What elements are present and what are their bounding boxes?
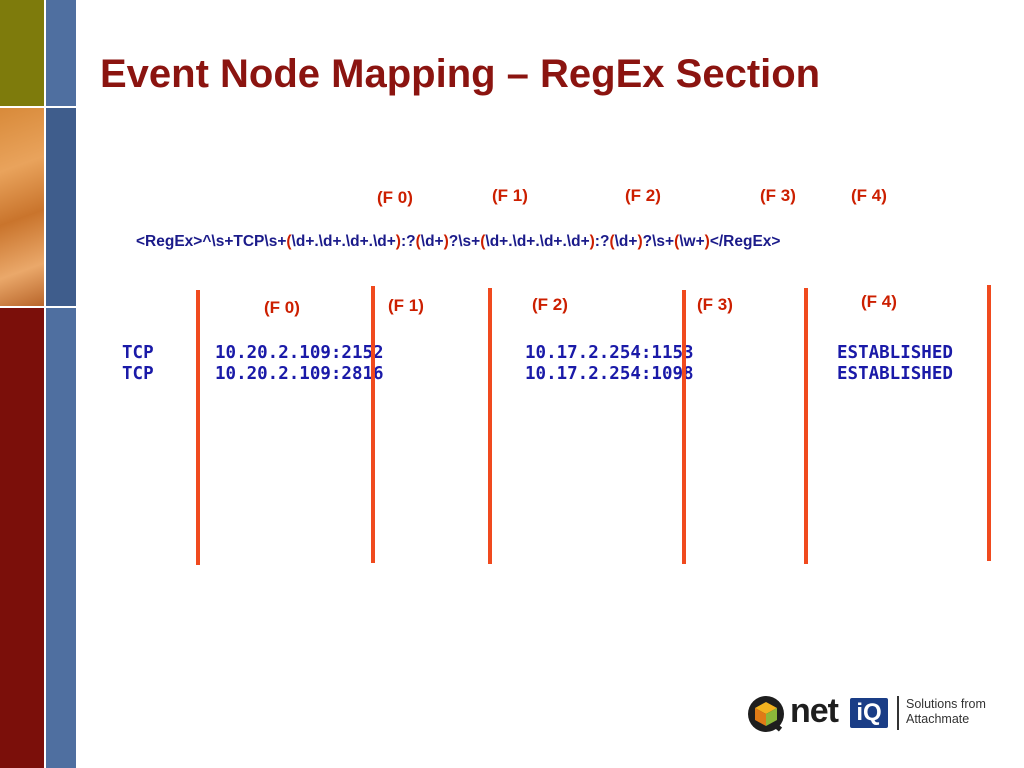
side-bar-blue-bottom bbox=[46, 308, 76, 768]
terminal-state-column: ESTABLISHED ESTABLISHED bbox=[837, 343, 953, 384]
regex-paren-open-2: ( bbox=[480, 233, 486, 250]
regex-paren-close-4: ) bbox=[704, 233, 710, 250]
regex-paren-close-0: ) bbox=[395, 233, 401, 250]
regex-paren-open-1: ( bbox=[415, 233, 421, 250]
side-bar-maroon bbox=[0, 308, 44, 768]
data-label-f1: (F 1) bbox=[388, 296, 424, 315]
field-divider-5 bbox=[804, 288, 808, 564]
data-label-f0: (F 0) bbox=[264, 298, 300, 317]
regex-group-0: \d+.\d+.\d+.\d+ bbox=[291, 233, 396, 250]
regex-label-f0: (F 0) bbox=[377, 188, 413, 207]
terminal-foreign-address-column: 10.17.2.254:1153 10.17.2.254:1098 bbox=[525, 343, 694, 384]
logo-tagline: Solutions from Attachmate bbox=[906, 697, 996, 727]
logo-tagline-line1: Solutions from bbox=[906, 697, 986, 711]
regex-paren-close-3: ) bbox=[637, 233, 643, 250]
regex-group-1: \d+ bbox=[420, 233, 444, 250]
field-divider-2 bbox=[371, 286, 375, 563]
regex-group-3: \d+ bbox=[614, 233, 638, 250]
field-divider-1 bbox=[196, 290, 200, 565]
data-label-f4: (F 4) bbox=[861, 292, 897, 311]
regex-sep-3: :? bbox=[594, 233, 610, 250]
regex-paren-open-0: ( bbox=[286, 233, 292, 250]
data-label-f3: (F 3) bbox=[697, 295, 733, 314]
regex-paren-close-1: ) bbox=[443, 233, 449, 250]
regex-label-f2: (F 2) bbox=[625, 186, 661, 205]
regex-label-f1: (F 1) bbox=[492, 186, 528, 205]
terminal-local-address-column: 10.20.2.109:2152 10.20.2.109:2816 bbox=[215, 343, 384, 384]
logo-tagline-line2: Attachmate bbox=[906, 712, 970, 726]
side-bar-olive bbox=[0, 0, 44, 106]
data-label-f2: (F 2) bbox=[532, 295, 568, 314]
logo-iq-text: iQ bbox=[850, 698, 888, 728]
side-bar-blue-middle bbox=[46, 108, 76, 306]
regex-open-tag: <RegEx> bbox=[136, 233, 203, 250]
side-bar-photo bbox=[0, 108, 44, 306]
logo-net-text: net bbox=[790, 692, 839, 730]
slide-title: Event Node Mapping – RegEx Section bbox=[100, 52, 821, 96]
regex-paren-open-4: ( bbox=[674, 233, 680, 250]
logo-separator bbox=[897, 696, 899, 730]
regex-sep-1: :? bbox=[400, 233, 416, 250]
regex-paren-open-3: ( bbox=[609, 233, 615, 250]
regex-label-f4: (F 4) bbox=[851, 186, 887, 205]
regex-paren-close-2: ) bbox=[589, 233, 595, 250]
regex-group-4: \w+ bbox=[679, 233, 705, 250]
field-divider-3 bbox=[488, 288, 492, 564]
regex-prefix: ^\s+TCP\s+ bbox=[202, 233, 287, 250]
regex-close-tag: </RegEx> bbox=[709, 233, 781, 250]
regex-sep-4: ?\s+ bbox=[642, 233, 675, 250]
side-bar-blue-top bbox=[46, 0, 76, 106]
netiq-cube-icon bbox=[748, 696, 784, 732]
terminal-proto-column: TCP TCP bbox=[122, 343, 154, 384]
netiq-logo: net iQ Solutions from Attachmate bbox=[746, 688, 996, 740]
regex-label-f3: (F 3) bbox=[760, 186, 796, 205]
regex-group-2: \d+.\d+.\d+.\d+ bbox=[485, 233, 590, 250]
regex-expression: <RegEx>^\s+TCP\s+(\d+.\d+.\d+.\d+):?(\d+… bbox=[136, 233, 780, 251]
field-divider-4 bbox=[682, 290, 686, 564]
field-divider-6 bbox=[987, 285, 991, 561]
regex-sep-2: ?\s+ bbox=[448, 233, 481, 250]
